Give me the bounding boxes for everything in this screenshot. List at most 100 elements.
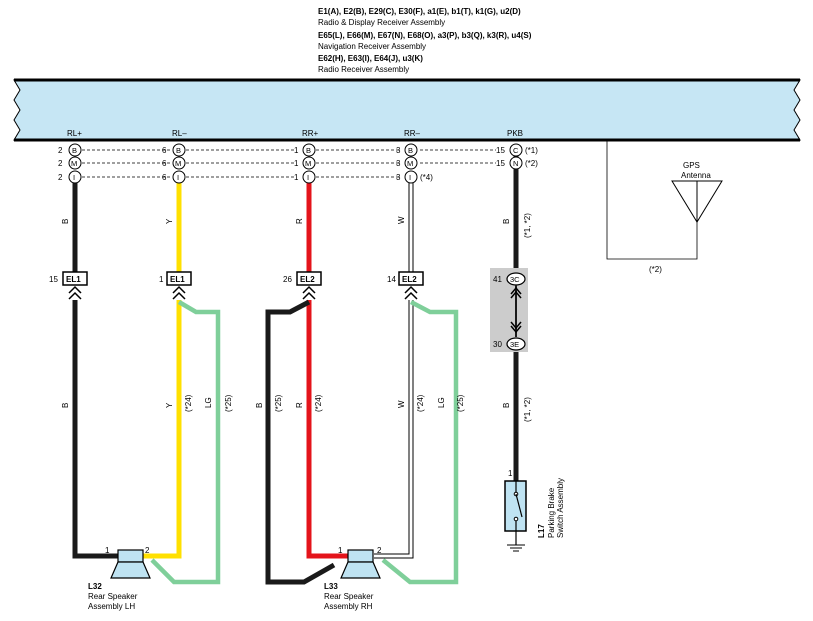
- connector-letter: C: [513, 146, 519, 155]
- note-label: (*25): [224, 394, 233, 412]
- header-name-1: Radio & Display Receiver Assembly: [318, 18, 446, 27]
- header-codes-2: E65(L), E66(M), E67(N), E68(O), a3(P), b…: [318, 31, 532, 40]
- pin-number: 2: [58, 159, 63, 168]
- speaker-rh: 1 2 L33 Rear Speaker Assembly RH: [324, 546, 382, 611]
- header-codes-3: E62(H), E63(I), E64(J), u3(K): [318, 54, 423, 63]
- wire-label: W: [397, 216, 406, 224]
- gps-label: GPS: [683, 161, 700, 170]
- header-name-3: Radio Receiver Assembly: [318, 65, 410, 74]
- wire-label: R: [295, 218, 304, 224]
- note-label: (*24): [314, 394, 323, 412]
- terminal-rr-minus: RR–: [404, 129, 421, 138]
- connector-letter: I: [307, 173, 309, 182]
- switch-code: L17: [537, 524, 546, 538]
- connector-letter: M: [305, 159, 311, 168]
- wire-label: B: [61, 219, 70, 224]
- note-label: (*1, *2): [523, 213, 532, 238]
- connector-letter: M: [71, 159, 77, 168]
- pin-number: 15: [496, 146, 505, 155]
- speaker-lh: 1 2 L32 Rear Speaker Assembly LH: [88, 546, 151, 611]
- speaker-pin: 2: [145, 546, 150, 555]
- connector-pins-rr-minus: 3 B 3 M 3 I (*4): [396, 143, 433, 184]
- note-label: (*25): [274, 394, 283, 412]
- parking-brake-switch: 1 L17 Parking Brake Switch Assembly: [504, 469, 565, 552]
- terminal-pkb: PKB: [507, 129, 523, 138]
- header-name-2: Navigation Receiver Assembly: [318, 42, 427, 51]
- connector-letter: N: [513, 159, 518, 168]
- note-label: (*25): [456, 394, 465, 412]
- pin-number: 2: [58, 146, 63, 155]
- speaker-code: L32: [88, 582, 102, 591]
- junction-code: EL1: [66, 275, 81, 284]
- splice-pin: 41: [493, 275, 502, 284]
- wire-label: B: [502, 219, 511, 224]
- pin-number: 1: [294, 146, 299, 155]
- connector-letter: B: [408, 146, 413, 155]
- wire-label: R: [295, 402, 304, 408]
- junction-pin: 15: [49, 275, 58, 284]
- note-label: (*2): [525, 159, 538, 168]
- junction-connectors: 15 EL1 1 EL1 26 EL2 14 EL2: [49, 271, 424, 300]
- speaker-name: Rear Speaker: [88, 592, 138, 601]
- switch-name: Switch Assembly: [556, 478, 565, 538]
- note-label: (*24): [184, 394, 193, 412]
- pin-number: 3: [396, 173, 401, 182]
- wire-label: Y: [165, 218, 174, 224]
- speaker-name: Rear Speaker: [324, 592, 374, 601]
- speaker-pin: 1: [338, 546, 343, 555]
- pin-number: 6: [162, 146, 167, 155]
- wire-label: LG: [204, 397, 213, 408]
- switch-name: Parking Brake: [547, 487, 556, 538]
- speaker-pin: 2: [377, 546, 382, 555]
- terminal-rl-minus: RL–: [172, 129, 187, 138]
- wire-label: LG: [437, 397, 446, 408]
- pin-number: 1: [294, 173, 299, 182]
- splice-pin: 30: [493, 340, 502, 349]
- junction-pin: 14: [387, 275, 396, 284]
- note-label: (*1, *2): [523, 397, 532, 422]
- splice-code: 3C: [510, 275, 520, 284]
- pin-number: 3: [396, 146, 401, 155]
- connector-pins-rr-plus: 1 B 1 M 1 I: [294, 143, 316, 184]
- junction-code: EL2: [402, 275, 417, 284]
- pin-number: 1: [294, 159, 299, 168]
- splice-connector: 41 3C 30 3E: [490, 268, 528, 352]
- note-label: (*1): [525, 146, 538, 155]
- connector-letter: B: [306, 146, 311, 155]
- note-label: (*4): [420, 173, 433, 182]
- gps-label: Antenna: [681, 171, 711, 180]
- connector-pins-rl-plus: 2 B 2 M 2 I: [58, 143, 82, 184]
- speaker-code: L33: [324, 582, 338, 591]
- pin-number: 15: [496, 159, 505, 168]
- terminal-rr-plus: RR+: [302, 129, 319, 138]
- pin-number: 3: [396, 159, 401, 168]
- wire-labels: B Y R W B (*1, *2) B Y (*24) LG (*25) B …: [61, 213, 532, 422]
- speaker-name: Assembly LH: [88, 602, 135, 611]
- wire-label: B: [61, 403, 70, 408]
- connector-letter: M: [407, 159, 413, 168]
- connector-letter: M: [175, 159, 181, 168]
- speaker-name: Assembly RH: [324, 602, 373, 611]
- junction-pin: 1: [159, 275, 164, 284]
- connector-letter: I: [73, 173, 75, 182]
- switch-pin: 1: [508, 469, 513, 478]
- connector-pins-pkb: 15 C (*1) 15 N (*2): [496, 143, 538, 170]
- wire-label: W: [397, 400, 406, 408]
- terminal-rl-plus: RL+: [67, 129, 82, 138]
- pin-number: 2: [58, 173, 63, 182]
- connector-letter: I: [177, 173, 179, 182]
- junction-pin: 26: [283, 275, 292, 284]
- wires: [72, 150, 519, 585]
- gps-antenna: GPS Antenna (*2): [606, 140, 723, 274]
- speaker-pin: 1: [105, 546, 110, 555]
- header-codes-1: E1(A), E2(B), E29(C), E30(F), a1(E), b1(…: [318, 7, 521, 16]
- junction-code: EL1: [170, 275, 185, 284]
- connector-dashed-rows: [82, 149, 496, 178]
- junction-code: EL2: [300, 275, 315, 284]
- connector-letter: B: [176, 146, 181, 155]
- wire-label: Y: [165, 402, 174, 408]
- pin-number: 6: [162, 159, 167, 168]
- wire-label: B: [502, 403, 511, 408]
- connector-letter: B: [72, 146, 77, 155]
